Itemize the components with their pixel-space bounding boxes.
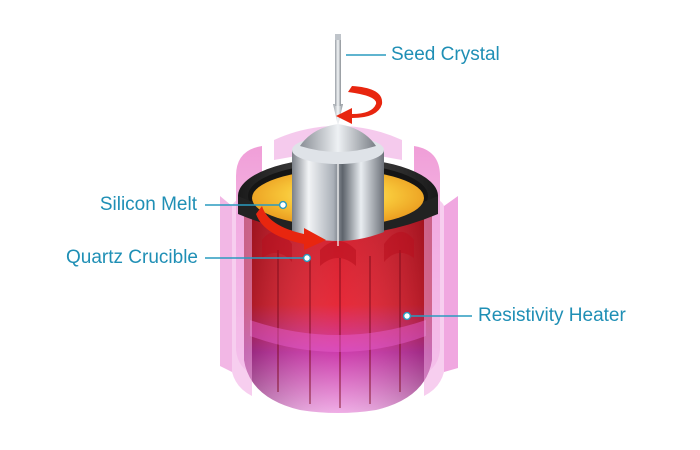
- leader-lines: [205, 54, 472, 317]
- rotation-arrow-icon: [256, 206, 326, 250]
- heater-marker-dot: [402, 311, 412, 321]
- silicon-melt-label: Silicon Melt: [99, 194, 197, 215]
- resistivity-heater-label: Resistivity Heater: [478, 305, 626, 326]
- silicon-ingot: [292, 124, 384, 246]
- seed-crystal: [333, 34, 343, 126]
- resistivity-heater-body: [244, 196, 432, 413]
- rotation-arrow-icon: [336, 86, 383, 124]
- crucible-marker-dot: [302, 253, 312, 263]
- melt-marker-dot: [278, 200, 288, 210]
- quartz-crucible-label: Quartz Crucible: [66, 247, 198, 268]
- heater-front-fins: [220, 196, 458, 396]
- seed-crystal-label: Seed Crystal: [391, 44, 500, 65]
